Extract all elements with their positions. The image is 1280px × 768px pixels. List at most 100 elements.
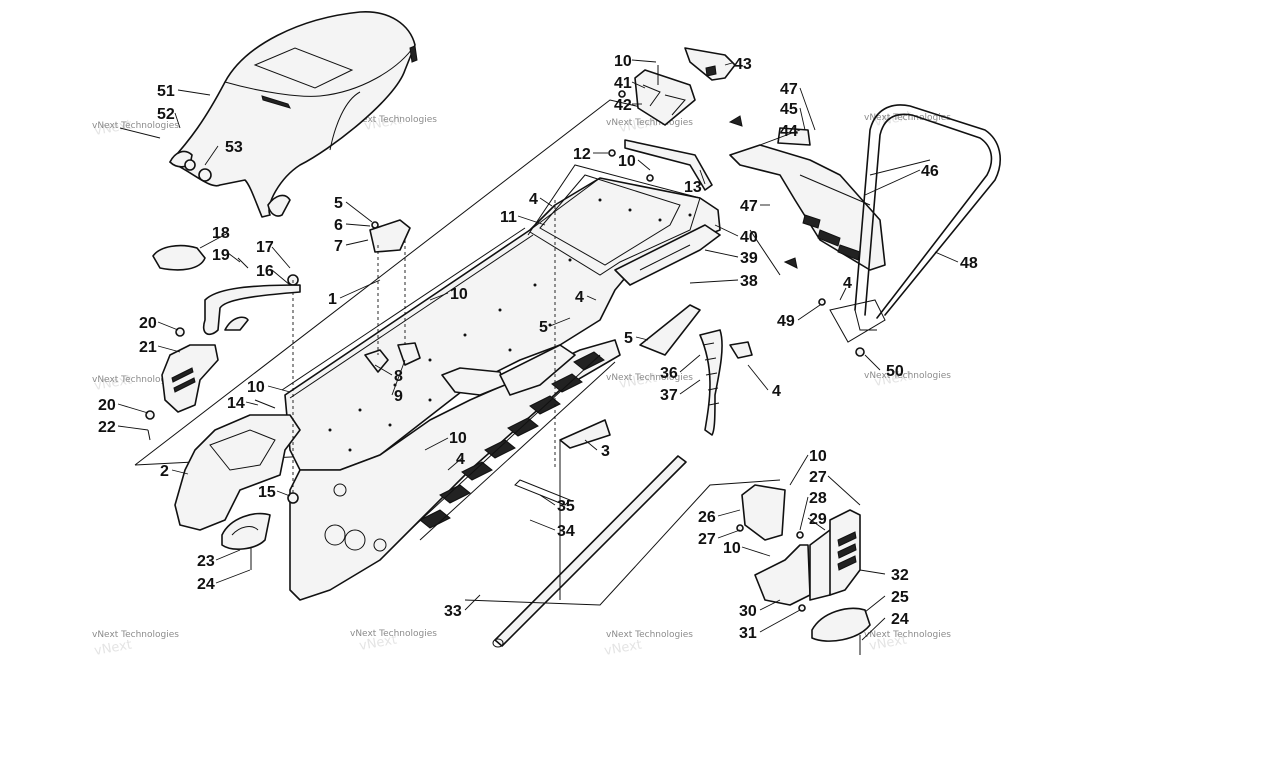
callout-28: 28 [809, 490, 827, 507]
callout-34: 34 [557, 523, 575, 540]
taillight-assembly [728, 115, 931, 276]
watermark-text: vNext Technologies [92, 630, 179, 640]
svg-text:vNext: vNext [93, 638, 133, 659]
callout-4: 4 [575, 289, 584, 306]
watermark-text: vNext Technologies [606, 373, 693, 383]
callout-45: 45 [780, 101, 798, 118]
callout-39: 39 [740, 250, 758, 267]
callout-13: 13 [684, 179, 702, 196]
callout-21: 21 [139, 339, 157, 356]
callout-33: 33 [444, 603, 462, 620]
callout-23: 23 [197, 553, 215, 570]
svg-text:vNext: vNext [618, 371, 658, 392]
callout-35: 35 [557, 498, 575, 515]
svg-text:vNext: vNext [93, 373, 133, 394]
center-small-parts [364, 219, 576, 396]
callout-25: 25 [891, 589, 909, 606]
callout-27: 27 [809, 469, 827, 486]
callout-12: 12 [573, 146, 591, 163]
callout-36: 36 [660, 365, 678, 382]
callout-3: 3 [601, 443, 610, 460]
callout-53: 53 [225, 139, 243, 156]
watermark-text: vNext Technologies [864, 371, 951, 381]
watermark-text: vNext Technologies [350, 629, 437, 639]
callout-10: 10 [809, 448, 827, 465]
watermark-text: vNext Technologies [864, 113, 951, 123]
callout-6: 6 [334, 217, 343, 234]
watermark-text: vNext Technologies [350, 115, 437, 125]
svg-text:vNext: vNext [873, 369, 913, 390]
callout-10: 10 [449, 430, 467, 447]
seat-assembly [119, 11, 418, 218]
right-tunnel-parts [464, 200, 781, 648]
callout-4: 4 [456, 451, 465, 468]
callout-20: 20 [139, 315, 157, 332]
callout-19: 19 [212, 247, 230, 264]
callout-31: 31 [739, 625, 757, 642]
svg-text:vNext: vNext [93, 118, 133, 139]
watermark-text: vNext Technologies [864, 630, 951, 640]
watermark-text: vNext Technologies [92, 375, 179, 385]
watermark-text: vNext Technologies [606, 630, 693, 640]
callout-52: 52 [157, 106, 175, 123]
callout-43: 43 [734, 56, 752, 73]
callout-9: 9 [394, 388, 403, 405]
callout-10: 10 [618, 153, 636, 170]
callout-42: 42 [614, 97, 632, 114]
callout-30: 30 [739, 603, 757, 620]
leader-lines [117, 59, 959, 641]
callout-41: 41 [614, 75, 632, 92]
callout-37: 37 [660, 387, 678, 404]
svg-text:vNext: vNext [618, 115, 658, 136]
svg-text:vNext: vNext [358, 633, 398, 654]
callout-24: 24 [891, 611, 909, 628]
callout-1: 1 [328, 291, 337, 308]
tunnel-main [134, 99, 721, 601]
callout-20: 20 [98, 397, 116, 414]
front-left-bracket-assembly [174, 274, 301, 570]
callout-10: 10 [723, 540, 741, 557]
callout-5: 5 [624, 330, 633, 347]
callout-11: 11 [500, 209, 517, 226]
svg-text:vNext: vNext [363, 113, 403, 134]
watermark-text: vNext Technologies [606, 118, 693, 128]
top-bracket-parts [608, 47, 736, 191]
callout-29: 29 [809, 511, 827, 528]
callout-17: 17 [256, 239, 274, 256]
callout-10: 10 [247, 379, 265, 396]
callout-26: 26 [698, 509, 716, 526]
callout-46: 46 [921, 163, 939, 180]
bumper-and-cover-parts [145, 244, 301, 441]
callout-16: 16 [256, 263, 274, 280]
callout-40: 40 [740, 229, 758, 246]
callout-50: 50 [886, 363, 904, 380]
callout-49: 49 [777, 313, 795, 330]
watermark-text: vNext Technologies [92, 121, 179, 131]
callout-24: 24 [197, 576, 215, 593]
callout-47: 47 [740, 198, 758, 215]
callout-4: 4 [529, 191, 538, 208]
callout-4: 4 [772, 383, 781, 400]
callout-44: 44 [780, 123, 798, 140]
svg-text:vNext: vNext [603, 638, 643, 659]
callout-22: 22 [98, 419, 116, 436]
callout-7: 7 [334, 238, 343, 255]
callout-2: 2 [160, 463, 169, 480]
callout-51: 51 [157, 83, 175, 100]
callout-18: 18 [212, 225, 230, 242]
callout-labels: 51 52 53 18 19 17 16 20 21 20 22 10 14 2… [98, 53, 978, 642]
callout-38: 38 [740, 273, 758, 290]
callout-5: 5 [539, 319, 548, 336]
callout-32: 32 [891, 567, 909, 584]
rear-bumper [818, 104, 1001, 357]
callout-48: 48 [960, 255, 978, 272]
callout-10: 10 [450, 286, 468, 303]
callout-14: 14 [227, 395, 245, 412]
callout-15: 15 [258, 484, 276, 501]
callout-10: 10 [614, 53, 632, 70]
callout-47: 47 [780, 81, 798, 98]
callout-27: 27 [698, 531, 716, 548]
callout-5: 5 [334, 195, 343, 212]
callout-8: 8 [394, 368, 403, 385]
